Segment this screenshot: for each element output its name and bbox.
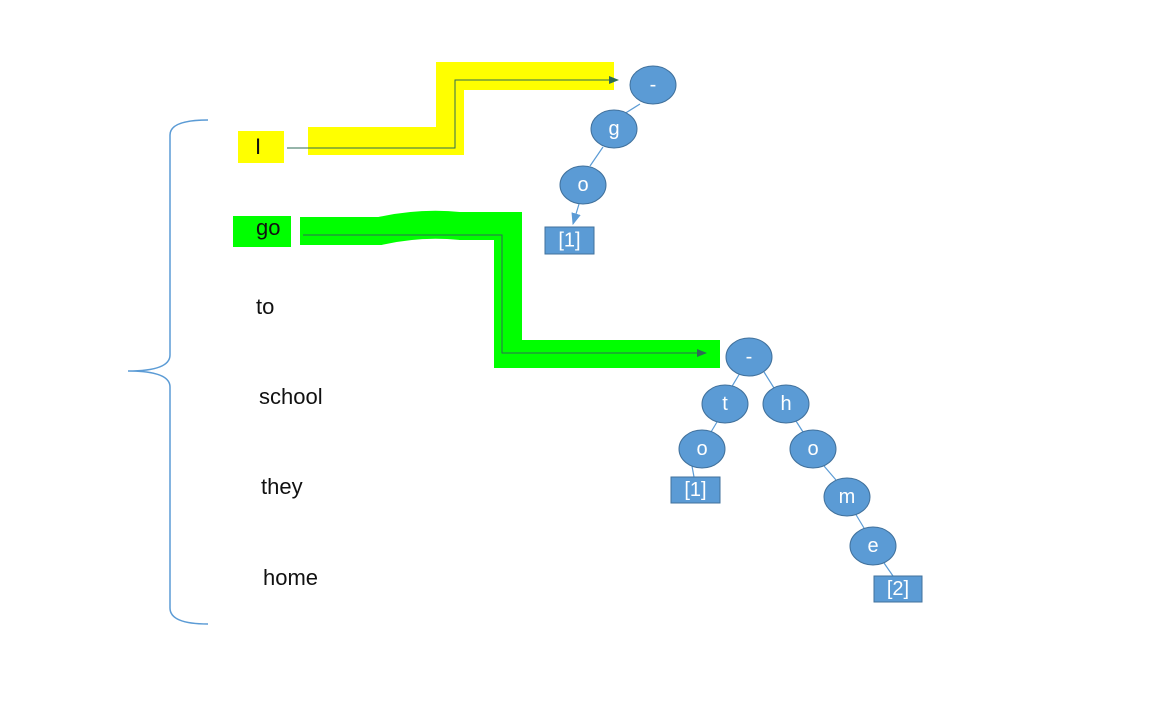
tree2-edges — [691, 371, 894, 577]
tree2-node-left-o-label: o — [696, 438, 707, 460]
tree1-node-root-label: - — [650, 74, 657, 96]
word-home: home — [263, 565, 319, 590]
tree2-node-h: h — [762, 384, 810, 424]
tree1-leaf: [1] — [544, 226, 595, 255]
tree2-node-m-label: m — [839, 486, 856, 508]
tree2-node-right-o: o — [789, 429, 837, 469]
word-they: they — [261, 474, 303, 499]
tree2-node-m: m — [823, 477, 871, 517]
tree2-node-h-label: h — [780, 393, 791, 415]
tree2-node-t-label: t — [722, 393, 728, 415]
tree2-node-left-o: o — [678, 429, 726, 469]
yellow-highlight-path — [238, 62, 614, 163]
tree2-node-root-label: - — [746, 346, 753, 368]
tree1-node-o-label: o — [577, 174, 588, 196]
tree2-right-leaf-label: [2] — [887, 578, 909, 600]
tree1-node-g-label: g — [608, 118, 619, 140]
tree1-node-o: o — [559, 165, 607, 205]
tree1-node-root: - — [629, 65, 677, 105]
tree2-right-leaf: [2] — [873, 575, 923, 603]
tree2-node-root: - — [725, 337, 773, 377]
tree1-edges — [571, 103, 641, 226]
tree2-node-e-label: e — [867, 535, 878, 557]
word-i: I — [255, 134, 262, 159]
word-to: to — [256, 294, 275, 319]
word-go: go — [256, 215, 281, 240]
tree2-node-right-o-label: o — [807, 438, 818, 460]
tree2-left-leaf-label: [1] — [684, 479, 706, 501]
tree2-node-t: t — [701, 384, 749, 424]
word-school: school — [259, 384, 323, 409]
tree2-node-e: e — [849, 526, 897, 566]
green-highlight-path — [233, 210, 720, 368]
tree1-leaf-label: [1] — [558, 230, 580, 252]
tree1-node-g: g — [590, 109, 638, 149]
connector-arrow-go — [303, 234, 707, 357]
curly-brace — [127, 119, 209, 625]
connector-arrow-i — [287, 76, 619, 149]
tree2-left-leaf: [1] — [670, 476, 721, 504]
